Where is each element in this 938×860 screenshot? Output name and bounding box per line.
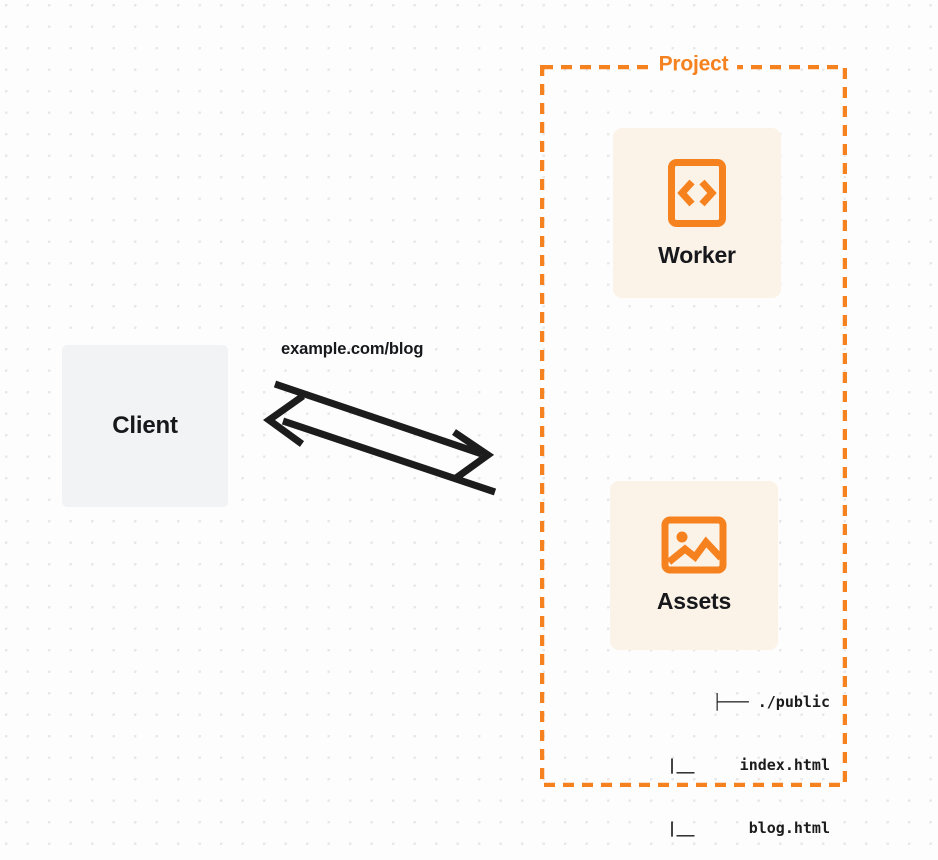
request-arrow [273,380,495,481]
service-card-worker[interactable]: Worker [613,128,781,298]
file-tree-row: ├─── ./public [712,693,830,711]
code-file-icon [667,158,727,228]
response-arrow [262,393,497,496]
file-tree-row: |__ blog.html [667,819,830,837]
image-icon [661,516,727,574]
assets-file-tree: ├─── ./public |__ index.html |__ blog.ht… [580,650,830,860]
project-container: Project Worker Assets [540,52,847,837]
file-tree-row: |__ index.html [667,756,830,774]
request-url-label: example.com/blog [281,340,424,358]
service-label-worker: Worker [658,241,736,268]
client-label: Client [112,412,178,439]
service-card-assets[interactable]: Assets [610,481,778,650]
service-label-assets: Assets [656,588,732,614]
project-title: Project [649,52,738,77]
client-node[interactable]: Client [62,345,228,507]
project-dashed-border [540,65,847,787]
